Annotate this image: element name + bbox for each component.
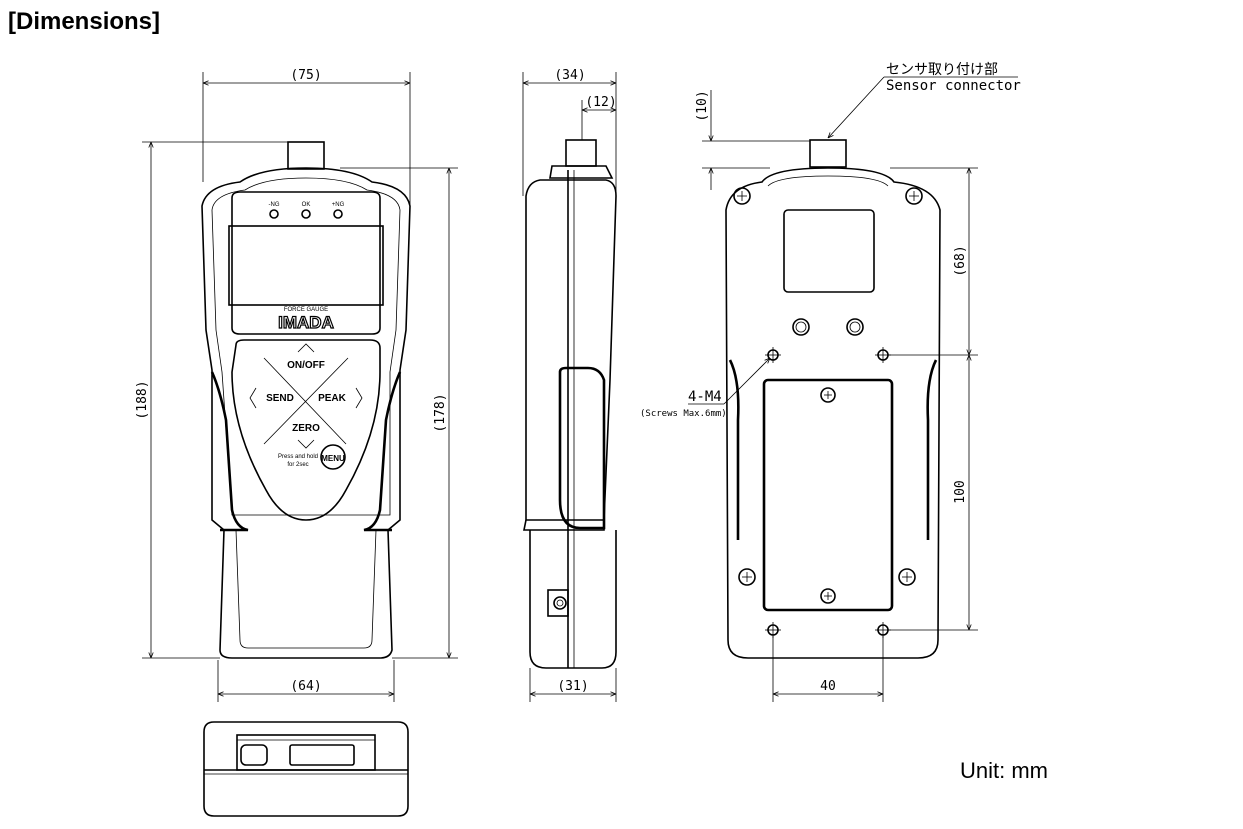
indicator-ng-plus: +NG (332, 202, 345, 208)
back-connector (809, 139, 847, 168)
side-connector (565, 139, 597, 167)
brand-logo: IMADA (278, 313, 334, 332)
page-title: [Dimensions] (8, 8, 161, 35)
dim-front-width-top: (75) (290, 68, 321, 83)
screw-label: 4-M4 (688, 389, 722, 405)
back-body-outline (725, 167, 941, 659)
dim-back-upper-spacing: (68) (953, 245, 968, 276)
front-view: -NG OK +NG FORCE GAUGE IMADA ON/OFF SEND… (135, 68, 458, 702)
hold-note-2: for 2sec (287, 462, 308, 468)
sensor-connector-label-jp: センサ取り付け部 (886, 62, 998, 78)
dim-front-height-total: (188) (135, 380, 150, 419)
indicator-ok: OK (302, 202, 311, 208)
dim-side-depth-top: (34) (554, 68, 585, 83)
screw-note: (Screws Max.6mm) (640, 409, 727, 419)
battery-cover (762, 378, 894, 612)
dim-back-connector-height: (10) (695, 90, 710, 121)
key-zero: ZERO (292, 423, 320, 434)
dim-side-connector: (12) (585, 95, 616, 110)
indicator-ng-minus: -NG (269, 202, 280, 208)
sensor-connector-label-en: Sensor connector (886, 78, 1021, 94)
front-body-outline (201, 167, 411, 659)
dim-side-depth-bottom: (31) (557, 679, 588, 694)
bottom-view (203, 721, 409, 817)
brand-subtitle: FORCE GAUGE (284, 307, 328, 313)
dim-front-width-bottom: (64) (290, 679, 321, 694)
front-connector (287, 141, 325, 170)
key-send: SEND (266, 393, 294, 404)
key-menu: MENU (321, 454, 345, 463)
dim-back-hole-spacing-v: 100 (953, 480, 968, 503)
back-view: センサ取り付け部 Sensor connector (10) (68) 100 … (640, 62, 1021, 702)
side-view: (34) (12) (31) (522, 68, 617, 702)
unit-label: Unit: mm (960, 758, 1048, 783)
dim-back-hole-spacing-h: 40 (820, 679, 836, 694)
hold-note-1: Press and hold (278, 454, 318, 460)
key-on-off: ON/OFF (287, 360, 325, 371)
dim-front-height-body: (178) (433, 393, 448, 432)
keypad-outline (231, 339, 381, 521)
key-peak: PEAK (318, 393, 347, 404)
front-display (228, 225, 384, 306)
